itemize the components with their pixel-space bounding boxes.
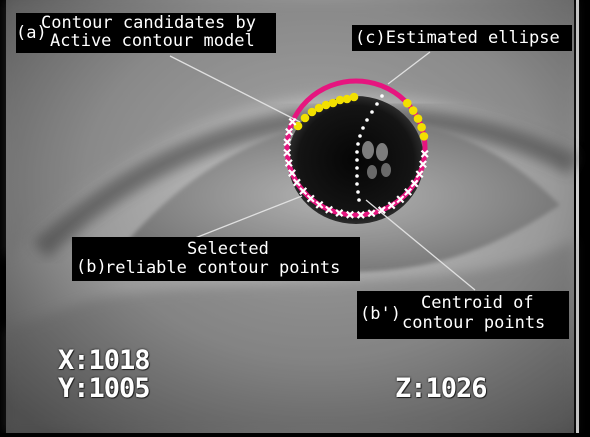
annotation-b-line1: Selected: [187, 240, 269, 258]
annotation-b-line2: reliable contour points: [105, 259, 340, 277]
annotation-c: (c)Estimated ellipse: [352, 25, 572, 51]
centroid-track-point: [370, 110, 374, 114]
annotation-b-prime-tag: (b'): [360, 305, 401, 323]
centroid-track-point: [355, 182, 359, 186]
candidate-point: [301, 114, 310, 123]
candidate-point: [350, 93, 359, 102]
annotation-b-prime: (b') Centroid of contour points: [357, 291, 569, 339]
z-readout: Z:1026: [395, 376, 487, 402]
centroid-track-point: [357, 198, 361, 202]
centroid-track-point: [356, 190, 360, 194]
candidate-point: [417, 123, 426, 132]
candidate-point: [414, 114, 423, 123]
centroid-track-point: [355, 166, 359, 170]
centroid-track-point: [358, 134, 362, 138]
centroid-track-point: [380, 94, 384, 98]
annotation-a-line2: Active contour model: [50, 32, 255, 50]
annotation-b: (b) Selected reliable contour points: [72, 237, 360, 281]
centroid-track-point: [355, 150, 359, 154]
candidate-point: [409, 106, 418, 115]
annotation-b-tag: (b): [76, 258, 107, 276]
annotation-b-prime-line1: Centroid of: [421, 294, 534, 312]
annotation-b-prime-line2: contour points: [402, 314, 545, 332]
centroid-track-point: [356, 142, 360, 146]
candidate-point: [420, 132, 429, 141]
annotation-c-text: (c)Estimated ellipse: [355, 29, 560, 47]
annotation-a: (a) Contour candidates by Active contour…: [16, 13, 276, 53]
centroid-track-point: [361, 126, 365, 130]
centroid-track-point: [365, 118, 369, 122]
centroid-track-point: [375, 102, 379, 106]
y-readout: Y:1005: [58, 376, 150, 402]
centroid-track-point: [355, 174, 359, 178]
candidate-point: [403, 99, 412, 108]
centroid-track-point: [355, 158, 359, 162]
x-readout: X:1018: [58, 348, 150, 374]
annotation-a-line1: Contour candidates by: [41, 14, 256, 32]
